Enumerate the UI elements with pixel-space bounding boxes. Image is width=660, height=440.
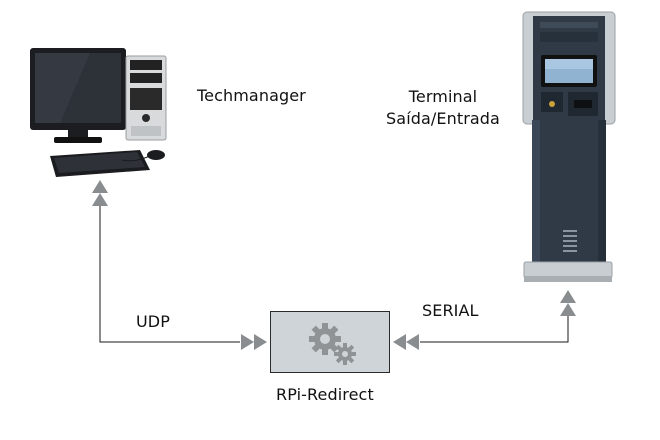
- rpi-redirect-box: [270, 311, 390, 373]
- udp-edge-label: UDP: [136, 312, 170, 331]
- terminal-label: Terminal Saída/Entrada: [384, 86, 502, 130]
- serial-edge-label: SERIAL: [422, 301, 479, 320]
- techmanager-label: Techmanager: [197, 86, 306, 105]
- arrowheads: [92, 180, 576, 350]
- arrow-up-computer-1: [92, 180, 108, 193]
- arrow-right-box-1: [241, 334, 254, 350]
- terminal-label-line2: Saída/Entrada: [386, 109, 500, 128]
- terminal-kiosk-icon: [522, 11, 616, 282]
- rpi-redirect-label: RPi-Redirect: [276, 385, 374, 404]
- gears-icon: [309, 323, 356, 365]
- arrow-right-box-2: [254, 334, 267, 350]
- arrow-left-box-2: [406, 334, 419, 350]
- computer-icon: [30, 48, 167, 177]
- terminal-label-line1: Terminal: [408, 87, 478, 106]
- arrow-up-kiosk-2: [560, 303, 576, 316]
- arrow-up-kiosk-1: [560, 290, 576, 303]
- arrow-left-box-1: [393, 334, 406, 350]
- connection-lines: [99, 196, 569, 343]
- arrow-up-computer-2: [92, 193, 108, 206]
